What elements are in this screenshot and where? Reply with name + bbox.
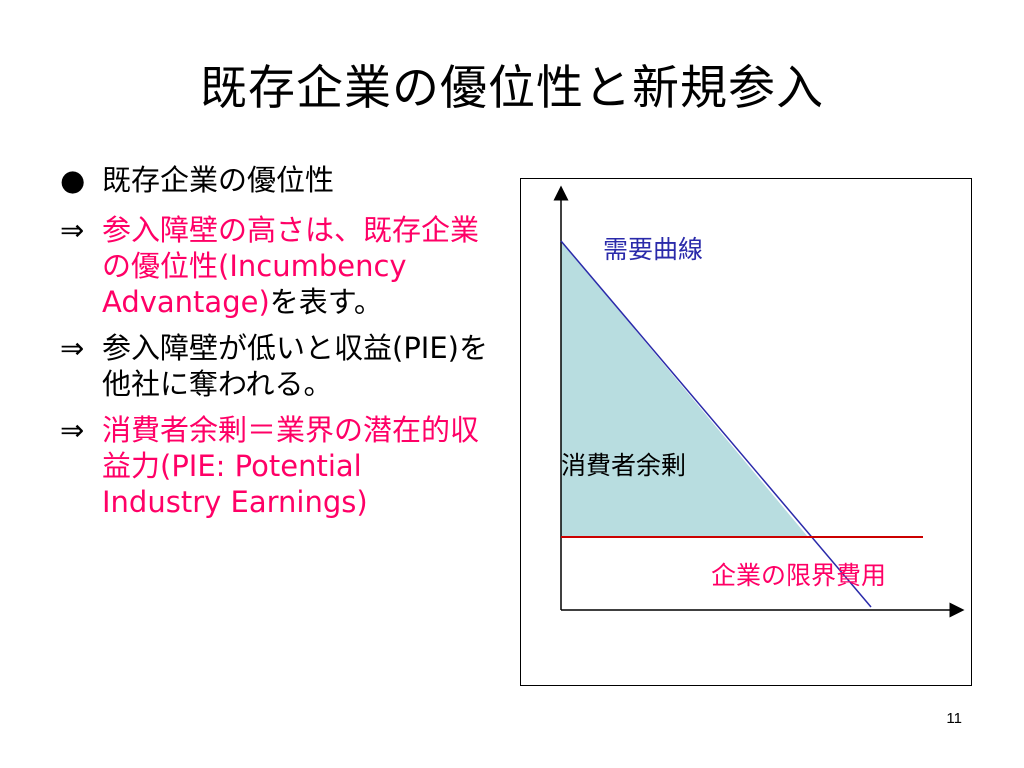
demand-curve-label: 需要曲線 [603, 235, 704, 264]
surplus-diagram: 需要曲線 消費者余剰 企業の限界費用 [520, 178, 972, 686]
bullet-text: 既存企業の優位性 [102, 163, 335, 197]
consumer-surplus-label: 消費者余剰 [561, 451, 687, 480]
bullet-text: を表す。 [269, 285, 383, 319]
slide-title: 既存企業の優位性と新規参入 [200, 61, 824, 116]
marginal-cost-label: 企業の限界費用 [711, 561, 887, 590]
arrow-marker: ⇒ [60, 413, 85, 447]
diagram-graphic [553, 185, 965, 618]
bullet-marker: ● [60, 163, 86, 197]
arrow-marker: ⇒ [60, 213, 85, 247]
demand-curve-line [560, 240, 872, 608]
arrow-marker: ⇒ [60, 331, 85, 365]
page-number: 11 [946, 710, 962, 727]
bullet-highlight-text: 消費者余剰＝業界の潜在的収益力(PIE: Potential Industry … [102, 413, 480, 519]
bullet-list: ● 既存企業の優位性 ⇒ 参入障壁の高さは、既存企業の優位性(Incumbenc… [60, 162, 490, 530]
bullet-text: 参入障壁が低いと収益(PIE)を他社に奪われる。 [102, 331, 488, 401]
bullet-item-incumbency: ● 既存企業の優位性 [60, 162, 490, 198]
bullet-item-entry-barrier-low: ⇒ 参入障壁が低いと収益(PIE)を他社に奪われる。 [60, 330, 490, 402]
bullet-highlight-text: 参入障壁の高さは、既存企業の優位性(Incumbency Advantage) [102, 213, 480, 319]
bullet-item-entry-barrier-high: ⇒ 参入障壁の高さは、既存企業の優位性(Incumbency Advantage… [60, 212, 490, 320]
bullet-item-consumer-surplus: ⇒ 消費者余剰＝業界の潜在的収益力(PIE: Potential Industr… [60, 412, 490, 520]
